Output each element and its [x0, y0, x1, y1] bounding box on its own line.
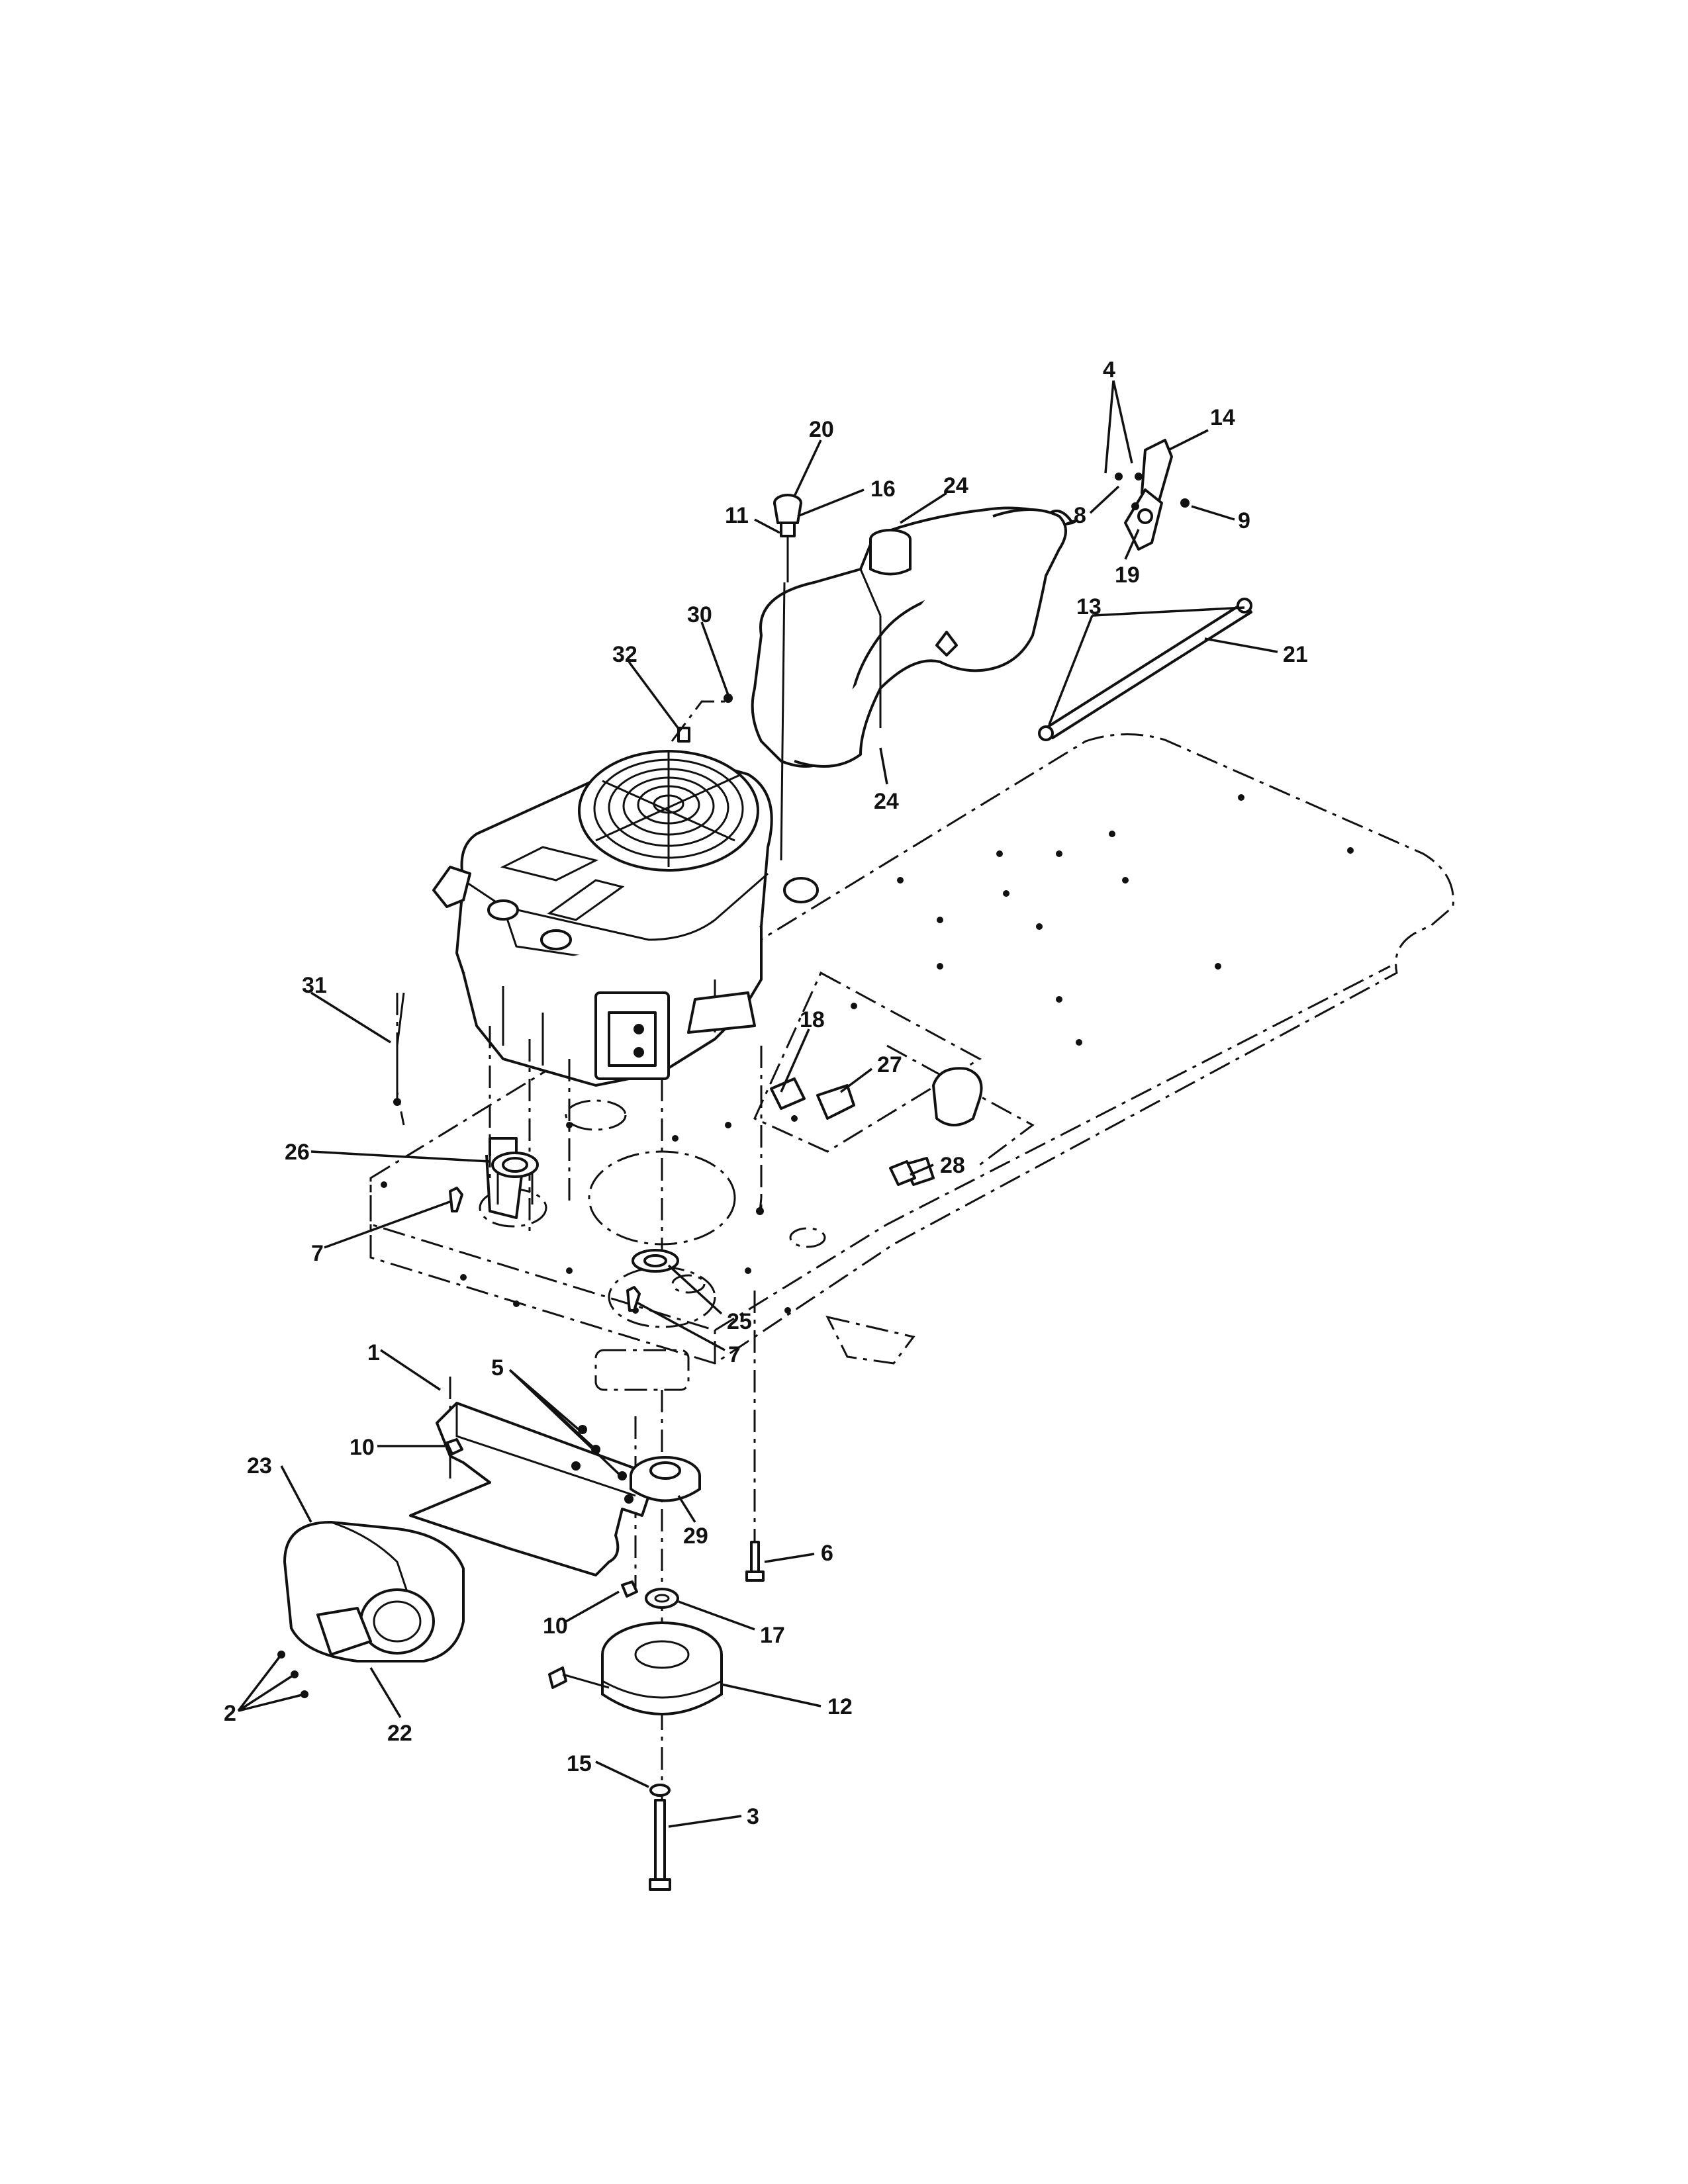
callout-31: 31: [302, 973, 327, 998]
bolt-6: [745, 1541, 765, 1582]
callout-17: 17: [760, 1623, 785, 1648]
callout-15: 15: [567, 1751, 592, 1776]
callout-24-bottom: 24: [874, 789, 899, 814]
callout-20: 20: [809, 417, 834, 442]
callout-5: 5: [491, 1355, 504, 1381]
bolt-7-left: [449, 1187, 463, 1212]
callout-10-upper: 10: [350, 1435, 375, 1460]
callout-6: 6: [821, 1541, 833, 1566]
callout-25: 25: [727, 1309, 752, 1334]
oil-filter: [889, 1067, 983, 1186]
dipstick-handle: [393, 992, 405, 1106]
throttle-control: [1115, 439, 1190, 551]
callout-12: 12: [827, 1694, 853, 1719]
callout-32: 32: [612, 642, 637, 667]
dipstick-cap: [773, 494, 802, 582]
pto-clutch: [548, 1621, 723, 1715]
callout-30: 30: [687, 602, 712, 627]
callout-19: 19: [1115, 563, 1140, 588]
callout-24-top: 24: [943, 473, 968, 498]
callout-11: 11: [725, 503, 749, 528]
pulley: [630, 1456, 701, 1502]
callout-13: 13: [1076, 594, 1102, 619]
callout-29: 29: [683, 1524, 708, 1549]
frame-mounting-holes: [381, 794, 1354, 1314]
callout-labels: 1 2 3 4 5 6 7 7 8 9 10 10 11 12 13 14 15…: [224, 357, 1308, 1829]
clutch-bolt: [649, 1784, 671, 1891]
engine-fan-screen: [578, 750, 759, 872]
frame-chassis: [369, 733, 1454, 1391]
callout-23: 23: [247, 1453, 272, 1479]
muffler: [277, 1521, 465, 1698]
washer: [645, 1588, 679, 1609]
callout-9: 9: [1238, 508, 1250, 533]
callout-8: 8: [1074, 503, 1086, 528]
nut-10-upper: [445, 1438, 463, 1455]
callout-1: 1: [367, 1340, 380, 1365]
callout-26: 26: [285, 1140, 310, 1165]
callout-2: 2: [224, 1701, 236, 1726]
callout-14: 14: [1210, 405, 1235, 430]
callout-28: 28: [940, 1153, 965, 1178]
callout-27: 27: [877, 1052, 902, 1077]
callout-16: 16: [870, 477, 896, 502]
callout-10-lower: 10: [543, 1614, 568, 1639]
bolt-7-center: [626, 1286, 641, 1312]
callout-3: 3: [747, 1804, 759, 1829]
engine: [432, 582, 819, 1087]
callout-7-left: 7: [311, 1241, 324, 1266]
exhaust-flange: [491, 1152, 679, 1273]
leader-lines: [237, 380, 1278, 1828]
callout-18: 18: [800, 1007, 825, 1032]
callout-7-center: 7: [728, 1342, 741, 1367]
control-rod: [1038, 598, 1252, 741]
nut-10-lower: [621, 1580, 638, 1598]
callout-22: 22: [387, 1721, 412, 1746]
callout-4: 4: [1103, 357, 1115, 383]
washer-hole: [654, 1594, 670, 1603]
fuel-tank: [751, 506, 1078, 768]
callout-21: 21: [1283, 642, 1308, 667]
